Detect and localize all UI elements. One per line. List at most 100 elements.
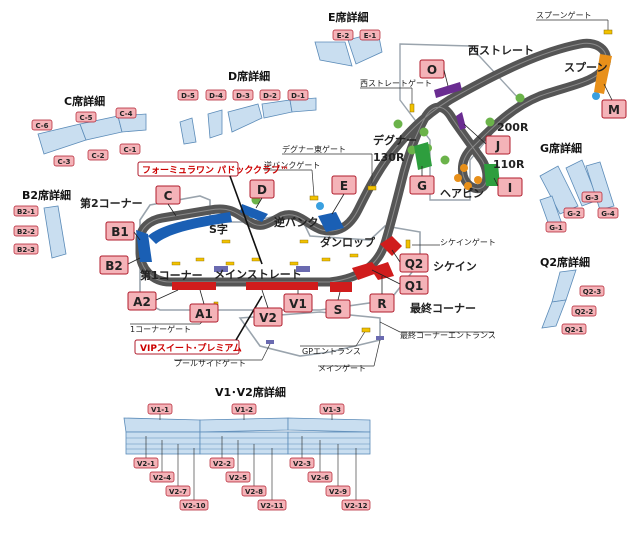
tag-D[interactable]: D [249,179,275,199]
tag-C-2[interactable]: C-2 [87,149,109,161]
tag-G-2[interactable]: G-2 [563,207,585,219]
tag-S[interactable]: S [325,299,351,319]
tag-G-3[interactable]: G-3 [581,191,603,203]
label-130r: 130R [373,151,405,164]
label-last-corner: 最終コーナー [410,301,476,315]
label-west-straight: 西ストレート [468,44,534,57]
tag-G-1[interactable]: G-1 [545,221,567,233]
tag-V2-1[interactable]: V2-1 [133,457,159,469]
tag-V2-8[interactable]: V2-8 [241,485,267,497]
stand-q2-area [380,236,402,256]
tag-G[interactable]: G [409,175,435,195]
tag-V2-3[interactable]: V2-3 [289,457,315,469]
svg-text:V1-1: V1-1 [151,406,169,414]
section-e-header: E席詳細 [328,10,369,24]
tag-V2-7[interactable]: V2-7 [165,485,191,497]
svg-text:Q2-3: Q2-3 [583,288,602,296]
tag-V2-9[interactable]: V2-9 [325,485,351,497]
formula-club-box [137,161,239,177]
d-detail-block [179,97,317,145]
tag-V2[interactable]: V2 [253,307,283,327]
tag-A1[interactable]: A1 [189,303,219,323]
gate-spoon: スプーンゲート [536,10,592,20]
tag-V2-11[interactable]: V2-11 [257,499,287,511]
tag-D-5[interactable]: D-5 [177,89,199,101]
stand-s-area [330,282,352,292]
tag-V2-4[interactable]: V2-4 [149,471,175,483]
stand-v-area [246,282,318,290]
svg-text:I: I [508,181,512,195]
tag-V2-12[interactable]: V2-12 [341,499,371,511]
tag-D-2[interactable]: D-2 [259,89,281,101]
tag-Q2-2[interactable]: Q2-2 [571,305,597,317]
svg-text:S: S [334,303,343,317]
svg-text:V2-2: V2-2 [213,460,231,468]
svg-text:B2-1: B2-1 [17,208,35,216]
svg-text:V2-7: V2-7 [169,488,187,496]
tag-C-3[interactable]: C-3 [53,155,75,167]
tag-C-5[interactable]: C-5 [75,111,97,123]
stand-q1-area [352,262,380,280]
v-detail-block [123,417,371,455]
tag-Q2[interactable]: Q2 [399,253,429,273]
tag-E-1[interactable]: E-1 [359,29,381,41]
tag-B1[interactable]: B1 [105,221,135,241]
track-markers [171,239,359,266]
tag-C-6[interactable]: C-6 [31,119,53,131]
tag-R[interactable]: R [369,293,395,313]
tag-leaders [127,69,613,309]
tag-B2-2[interactable]: B2-2 [13,225,39,237]
tag-V1-3[interactable]: V1-3 [319,403,345,415]
tag-D-3[interactable]: D-3 [232,89,254,101]
svg-text:D-2: D-2 [263,92,277,100]
label-s-curve: S字 [209,222,228,236]
stand-e-area [318,212,344,232]
tag-B2-1[interactable]: B2-1 [13,205,39,217]
tag-A2[interactable]: A2 [127,291,157,311]
svg-text:J: J [495,139,500,153]
tag-V2-2[interactable]: V2-2 [209,457,235,469]
section-b2-header: B2席詳細 [22,188,71,202]
svg-text:A2: A2 [133,295,151,309]
tag-E-2[interactable]: E-2 [332,29,354,41]
svg-text:V2-8: V2-8 [245,488,263,496]
tag-V2-6[interactable]: V2-6 [307,471,333,483]
tag-V1-1[interactable]: V1-1 [147,403,173,415]
tag-C-4[interactable]: C-4 [115,107,137,119]
hairpin-orange-marks [454,164,482,190]
svg-text:V1: V1 [289,297,307,311]
tag-V1-2[interactable]: V1-2 [231,403,257,415]
section-d-header: D席詳細 [228,69,270,83]
c-detail-block [37,113,147,155]
stand-g-area [414,142,432,170]
svg-text:Q2-1: Q2-1 [565,326,584,334]
stand-d-area [240,204,268,222]
svg-text:G-1: G-1 [549,224,563,232]
tag-M[interactable]: M [601,99,627,119]
tag-Q1[interactable]: Q1 [399,275,429,295]
tag-D-1[interactable]: D-1 [287,89,309,101]
svg-text:O: O [427,63,437,77]
svg-text:C: C [164,189,173,203]
tag-Q2-3[interactable]: Q2-3 [579,285,605,297]
tag-B2[interactable]: B2 [99,255,129,275]
vip-label: VIPスイート･プレミアム [140,342,242,354]
tag-J[interactable]: J [485,135,511,155]
tag-E[interactable]: E [331,175,357,195]
svg-text:B2-2: B2-2 [17,228,35,236]
tag-C[interactable]: C [155,185,181,205]
tag-V2-10[interactable]: V2-10 [179,499,209,511]
tag-B2-3[interactable]: B2-3 [13,243,39,255]
tag-Q2-1[interactable]: Q2-1 [561,323,587,335]
tag-C-1[interactable]: C-1 [119,143,141,155]
svg-text:Q2: Q2 [405,257,424,271]
svg-text:V1-3: V1-3 [323,406,341,414]
svg-text:C-6: C-6 [35,122,48,130]
tag-G-4[interactable]: G-4 [597,207,619,219]
tag-V2-5[interactable]: V2-5 [225,471,251,483]
tag-I[interactable]: I [497,177,523,197]
tag-V1[interactable]: V1 [283,293,313,313]
tag-O[interactable]: O [419,59,445,79]
tag-D-4[interactable]: D-4 [205,89,227,101]
svg-text:V2-3: V2-3 [293,460,311,468]
